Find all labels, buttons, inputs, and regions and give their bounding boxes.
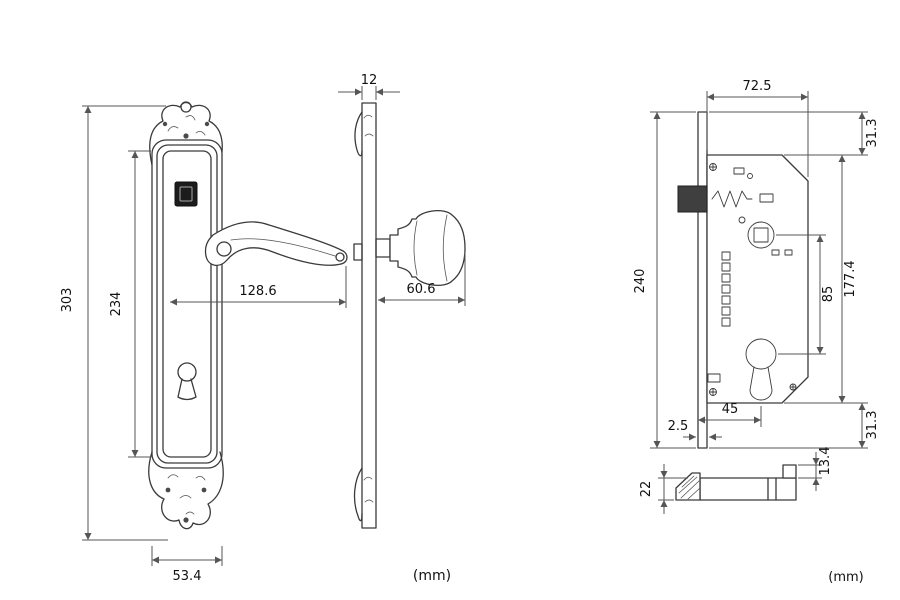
dim-label-backset: 45 [722, 402, 739, 417]
units-label-left: (mm) [413, 568, 451, 584]
lock-case [706, 154, 809, 404]
dim-label-case-height: 177.4 [843, 260, 858, 297]
units-label-right: (mm) [828, 570, 863, 585]
latch-bolt [677, 185, 753, 213]
dim-plate-width: 53.4 [151, 546, 223, 584]
screw [709, 388, 717, 396]
dim-label-top-offset: 31.3 [865, 119, 880, 148]
latch-bar [699, 464, 797, 501]
fingerprint-reader [174, 181, 198, 207]
dim-bar-height: 22 [639, 464, 688, 514]
latch-head [675, 472, 701, 501]
dim-inner-height: 234 [109, 150, 151, 458]
dim-label-inner-height: 234 [109, 292, 124, 317]
dim-label-plate-height: 303 [60, 288, 75, 313]
lock-body-view: 72.5 240 85 177.4 31.3 31.3 45 [633, 79, 880, 449]
dim-label-head-height: 13.4 [818, 447, 833, 476]
side-handle-profile [375, 209, 466, 287]
lever-handle [204, 221, 348, 266]
dim-bottom-offset: 31.3 [858, 403, 880, 448]
screw [709, 163, 717, 171]
dim-case-height: 177.4 [838, 155, 858, 403]
dim-label-faceplate-thickness: 2.5 [668, 419, 689, 434]
dim-label-center-distance: 85 [821, 286, 836, 303]
side-view: 12 60.6 (mm) [338, 73, 466, 584]
dim-handle-projection: 60.6 [378, 252, 466, 306]
dim-label-handle-length: 128.6 [239, 284, 276, 299]
front-view: 303 234 128.6 53.4 [60, 101, 348, 584]
dim-plate-thickness: 12 [338, 73, 400, 100]
dim-label-body-width: 72.5 [743, 79, 772, 94]
screw [789, 383, 797, 391]
lock-internals [707, 163, 797, 401]
latch-spring [711, 190, 753, 208]
dim-label-plate-width: 53.4 [173, 569, 202, 584]
dim-head-height: 13.4 [798, 447, 833, 491]
dim-top-offset: 31.3 [858, 112, 880, 155]
keyhole [177, 362, 197, 401]
right-extension-lines [709, 111, 868, 449]
spindle-follower [747, 221, 775, 249]
cylinder-hole [745, 338, 777, 401]
lock-faceplate [697, 111, 708, 449]
dim-center-distance: 85 [816, 235, 836, 354]
dim-label-projection: 60.6 [407, 282, 436, 297]
side-plate-profile [353, 102, 377, 529]
dim-label-lock-height: 240 [633, 269, 648, 294]
dim-label-thickness: 12 [361, 73, 378, 88]
latch-piece-view: 13.4 22 (mm) [639, 447, 864, 585]
dim-overall-height: 303 [60, 105, 168, 541]
top-ornament [149, 101, 223, 166]
dim-label-bar-height: 22 [639, 481, 654, 498]
dim-lock-overall-height: 240 [633, 111, 696, 449]
dim-backset: 45 [698, 402, 762, 427]
brand-strip [721, 251, 731, 327]
bottom-ornament [148, 451, 224, 530]
dim-body-width: 72.5 [706, 79, 809, 177]
dim-label-bottom-offset: 31.3 [865, 411, 880, 440]
dim-handle-length: 128.6 [170, 266, 347, 308]
dim-faceplate-thickness: 2.5 [668, 419, 722, 441]
